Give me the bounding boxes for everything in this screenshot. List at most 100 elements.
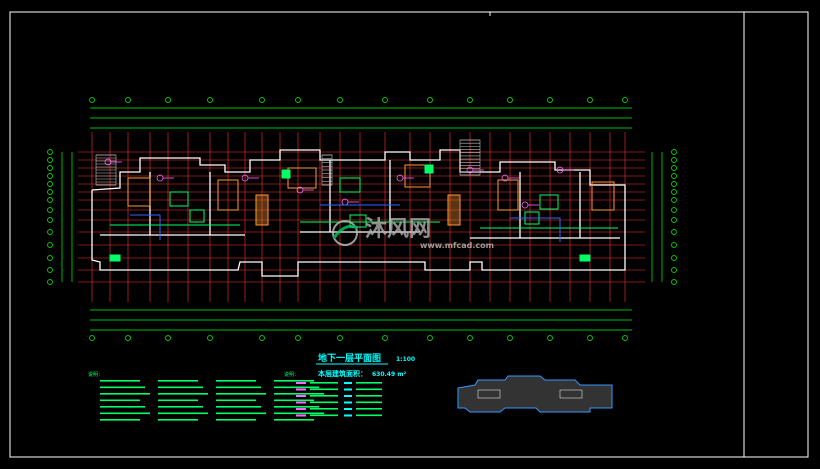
axis-bubble-top bbox=[467, 97, 473, 103]
axis-bubble-top bbox=[547, 97, 553, 103]
axis-bubble-left bbox=[47, 181, 53, 187]
blue-pipe-2 bbox=[510, 217, 561, 242]
legend-text-line bbox=[356, 388, 382, 391]
axis-bubble-right bbox=[671, 255, 677, 261]
axis-bubble-top bbox=[165, 97, 171, 103]
axis-bubble-top bbox=[259, 97, 265, 103]
axis-bubble-right bbox=[671, 217, 677, 223]
axis-bubble-left bbox=[47, 217, 53, 223]
legend-text-line bbox=[100, 419, 140, 421]
axis-bubble-bottom bbox=[125, 335, 131, 341]
axis-bubble-left bbox=[47, 279, 53, 285]
outer-border bbox=[9, 11, 809, 458]
axis-bubble-bottom bbox=[337, 335, 343, 341]
watermark-url: www.mfcad.com bbox=[420, 241, 494, 250]
axis-bubble-right bbox=[671, 207, 677, 213]
axis-bubble-left bbox=[47, 267, 53, 273]
drawing-area-value: 630.49 m² bbox=[372, 371, 406, 378]
legend-text-line bbox=[310, 388, 338, 391]
legend-text-line bbox=[100, 393, 150, 395]
legend-text-line bbox=[216, 399, 256, 402]
axis-bubble-top bbox=[427, 97, 433, 103]
axis-bubble-top bbox=[382, 97, 388, 103]
legend-text-line bbox=[274, 412, 324, 415]
axis-bubble-left bbox=[47, 207, 53, 213]
equipment-box-5 bbox=[339, 177, 361, 193]
legend-text-line bbox=[158, 386, 203, 389]
legend-text-line bbox=[100, 412, 150, 415]
notes-heading-right: 说明： bbox=[284, 371, 299, 378]
legend-symbol bbox=[296, 382, 306, 384]
axis-bubble-right bbox=[671, 267, 677, 273]
legend-text-line bbox=[100, 399, 140, 402]
legend-text-line bbox=[216, 406, 261, 408]
axis-bubble-bottom bbox=[259, 335, 265, 341]
axis-bubble-left bbox=[47, 229, 53, 235]
drawing-subtitle: 本层建筑面积： bbox=[317, 369, 367, 378]
axis-bubble-left bbox=[47, 242, 53, 248]
legend-symbol bbox=[296, 388, 306, 391]
partition-5 bbox=[497, 179, 519, 211]
notes-heading-left: 说明： bbox=[88, 371, 103, 378]
legend-text-line bbox=[356, 401, 382, 404]
building-walls bbox=[91, 149, 626, 277]
legend-symbol bbox=[296, 401, 306, 404]
legend-symbol bbox=[296, 408, 306, 410]
equipment-box-3 bbox=[539, 194, 559, 210]
legend-symbol bbox=[344, 401, 352, 404]
legend-text-line bbox=[158, 412, 208, 415]
partition-walls bbox=[127, 164, 615, 226]
legend-text-line bbox=[100, 406, 145, 408]
axis-bubble-bottom bbox=[295, 335, 301, 341]
axis-bubble-bottom bbox=[507, 335, 513, 341]
axis-bubble-top bbox=[337, 97, 343, 103]
legend-text-line bbox=[216, 419, 256, 421]
axis-bubble-left bbox=[47, 157, 53, 163]
axis-bubble-bottom bbox=[89, 335, 95, 341]
legend-text-line bbox=[310, 414, 338, 417]
legend-text-line bbox=[310, 401, 338, 404]
notes-legend: 说明： 说明： bbox=[88, 371, 382, 421]
legend-symbol bbox=[344, 382, 352, 384]
equipment-fill-2 bbox=[579, 254, 591, 262]
legend-text-line bbox=[310, 382, 338, 384]
legend-text-line bbox=[356, 414, 382, 417]
axis-bubble-right bbox=[671, 157, 677, 163]
partition-8 bbox=[287, 167, 317, 189]
axis-bubble-right bbox=[671, 279, 677, 285]
drawing-title: 地下一层平面图 bbox=[318, 352, 381, 364]
legend-symbol bbox=[296, 395, 306, 397]
outer-wall-left-wing bbox=[91, 149, 626, 277]
legend-text-line bbox=[158, 393, 208, 395]
axis-bubble-bottom bbox=[207, 335, 213, 341]
legend-text-line bbox=[274, 419, 314, 421]
legend-text-line bbox=[274, 406, 319, 408]
legend-symbol bbox=[344, 395, 352, 397]
legend-text-line bbox=[274, 386, 319, 389]
legend-symbol bbox=[344, 388, 352, 391]
axis-bubble-left bbox=[47, 173, 53, 179]
drawing-title-block: 地下一层平面图 1:100 本层建筑面积： 630.49 m² bbox=[316, 352, 415, 378]
partition-4 bbox=[447, 194, 461, 226]
legend-text-line bbox=[216, 393, 266, 395]
legend-text-line bbox=[274, 399, 314, 402]
drawing-scale: 1:100 bbox=[396, 356, 415, 363]
axis-bubble-top bbox=[89, 97, 95, 103]
legend-text-line bbox=[100, 380, 140, 382]
drawing-frame bbox=[9, 11, 809, 458]
legend-text-line bbox=[356, 395, 382, 397]
axis-bubbles bbox=[47, 97, 677, 341]
axis-bubble-right bbox=[671, 173, 677, 179]
dimension-lines bbox=[61, 107, 663, 331]
legend-text-line bbox=[310, 408, 338, 410]
axis-bubble-left bbox=[47, 189, 53, 195]
legend-text-line bbox=[100, 386, 145, 389]
legend-text-line bbox=[310, 395, 338, 397]
stair-outline bbox=[459, 139, 481, 176]
equipment-box-2 bbox=[189, 209, 205, 223]
axis-bubble-left bbox=[47, 197, 53, 203]
key-plan bbox=[457, 375, 613, 413]
legend-text-line bbox=[158, 406, 203, 408]
axis-bubble-top bbox=[125, 97, 131, 103]
